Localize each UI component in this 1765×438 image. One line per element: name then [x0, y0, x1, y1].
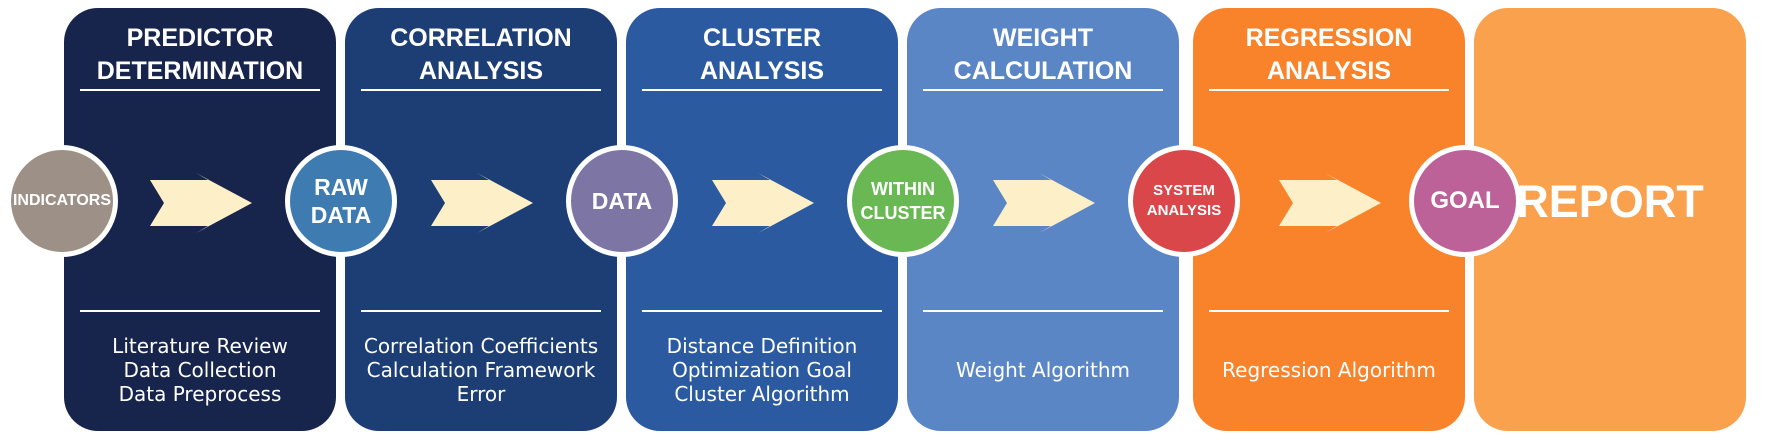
right-arrow-icon: [431, 173, 533, 233]
right-arrow-icon: [150, 173, 252, 233]
node-goal: GOAL: [1409, 145, 1521, 257]
report-panel: REPORT: [1474, 8, 1746, 431]
stage-title: PREDICTOR DETERMINATION: [96, 24, 304, 85]
stage-items: Distance Definition Optimization Goal Cl…: [666, 334, 858, 406]
title-divider: [1209, 89, 1449, 91]
stage-items: Regression Algorithm: [1222, 358, 1436, 382]
node-raw-data: RAW DATA: [285, 145, 397, 257]
title-divider: [361, 89, 601, 91]
items-divider: [923, 310, 1163, 312]
right-arrow-icon: [712, 173, 814, 233]
stage-title: WEIGHT CALCULATION: [953, 24, 1133, 85]
right-arrow-icon: [993, 173, 1095, 233]
report-label: REPORT: [1516, 176, 1704, 227]
items-divider: [80, 310, 320, 312]
stage-items: Literature Review Data Collection Data P…: [112, 334, 288, 406]
stage-title: REGRESSION ANALYSIS: [1245, 24, 1413, 85]
title-divider: [923, 89, 1163, 91]
title-divider: [80, 89, 320, 91]
stage-title: CLUSTER ANALYSIS: [699, 24, 825, 85]
items-divider: [642, 310, 882, 312]
title-divider: [642, 89, 882, 91]
stage-title: CORRELATION ANALYSIS: [390, 24, 572, 85]
node-indicators: INDICATORS: [6, 145, 118, 257]
stage-items: Correlation Coefficients Calculation Fra…: [363, 334, 599, 406]
right-arrow-icon: [1279, 173, 1381, 233]
node-within-cluster: WITHIN CLUSTER: [847, 145, 959, 257]
stage-items: Weight Algorithm: [956, 358, 1130, 382]
node-data: DATA: [566, 145, 678, 257]
node-system-analysis: SYSTEM ANALYSIS: [1128, 145, 1240, 257]
items-divider: [1209, 310, 1449, 312]
items-divider: [361, 310, 601, 312]
